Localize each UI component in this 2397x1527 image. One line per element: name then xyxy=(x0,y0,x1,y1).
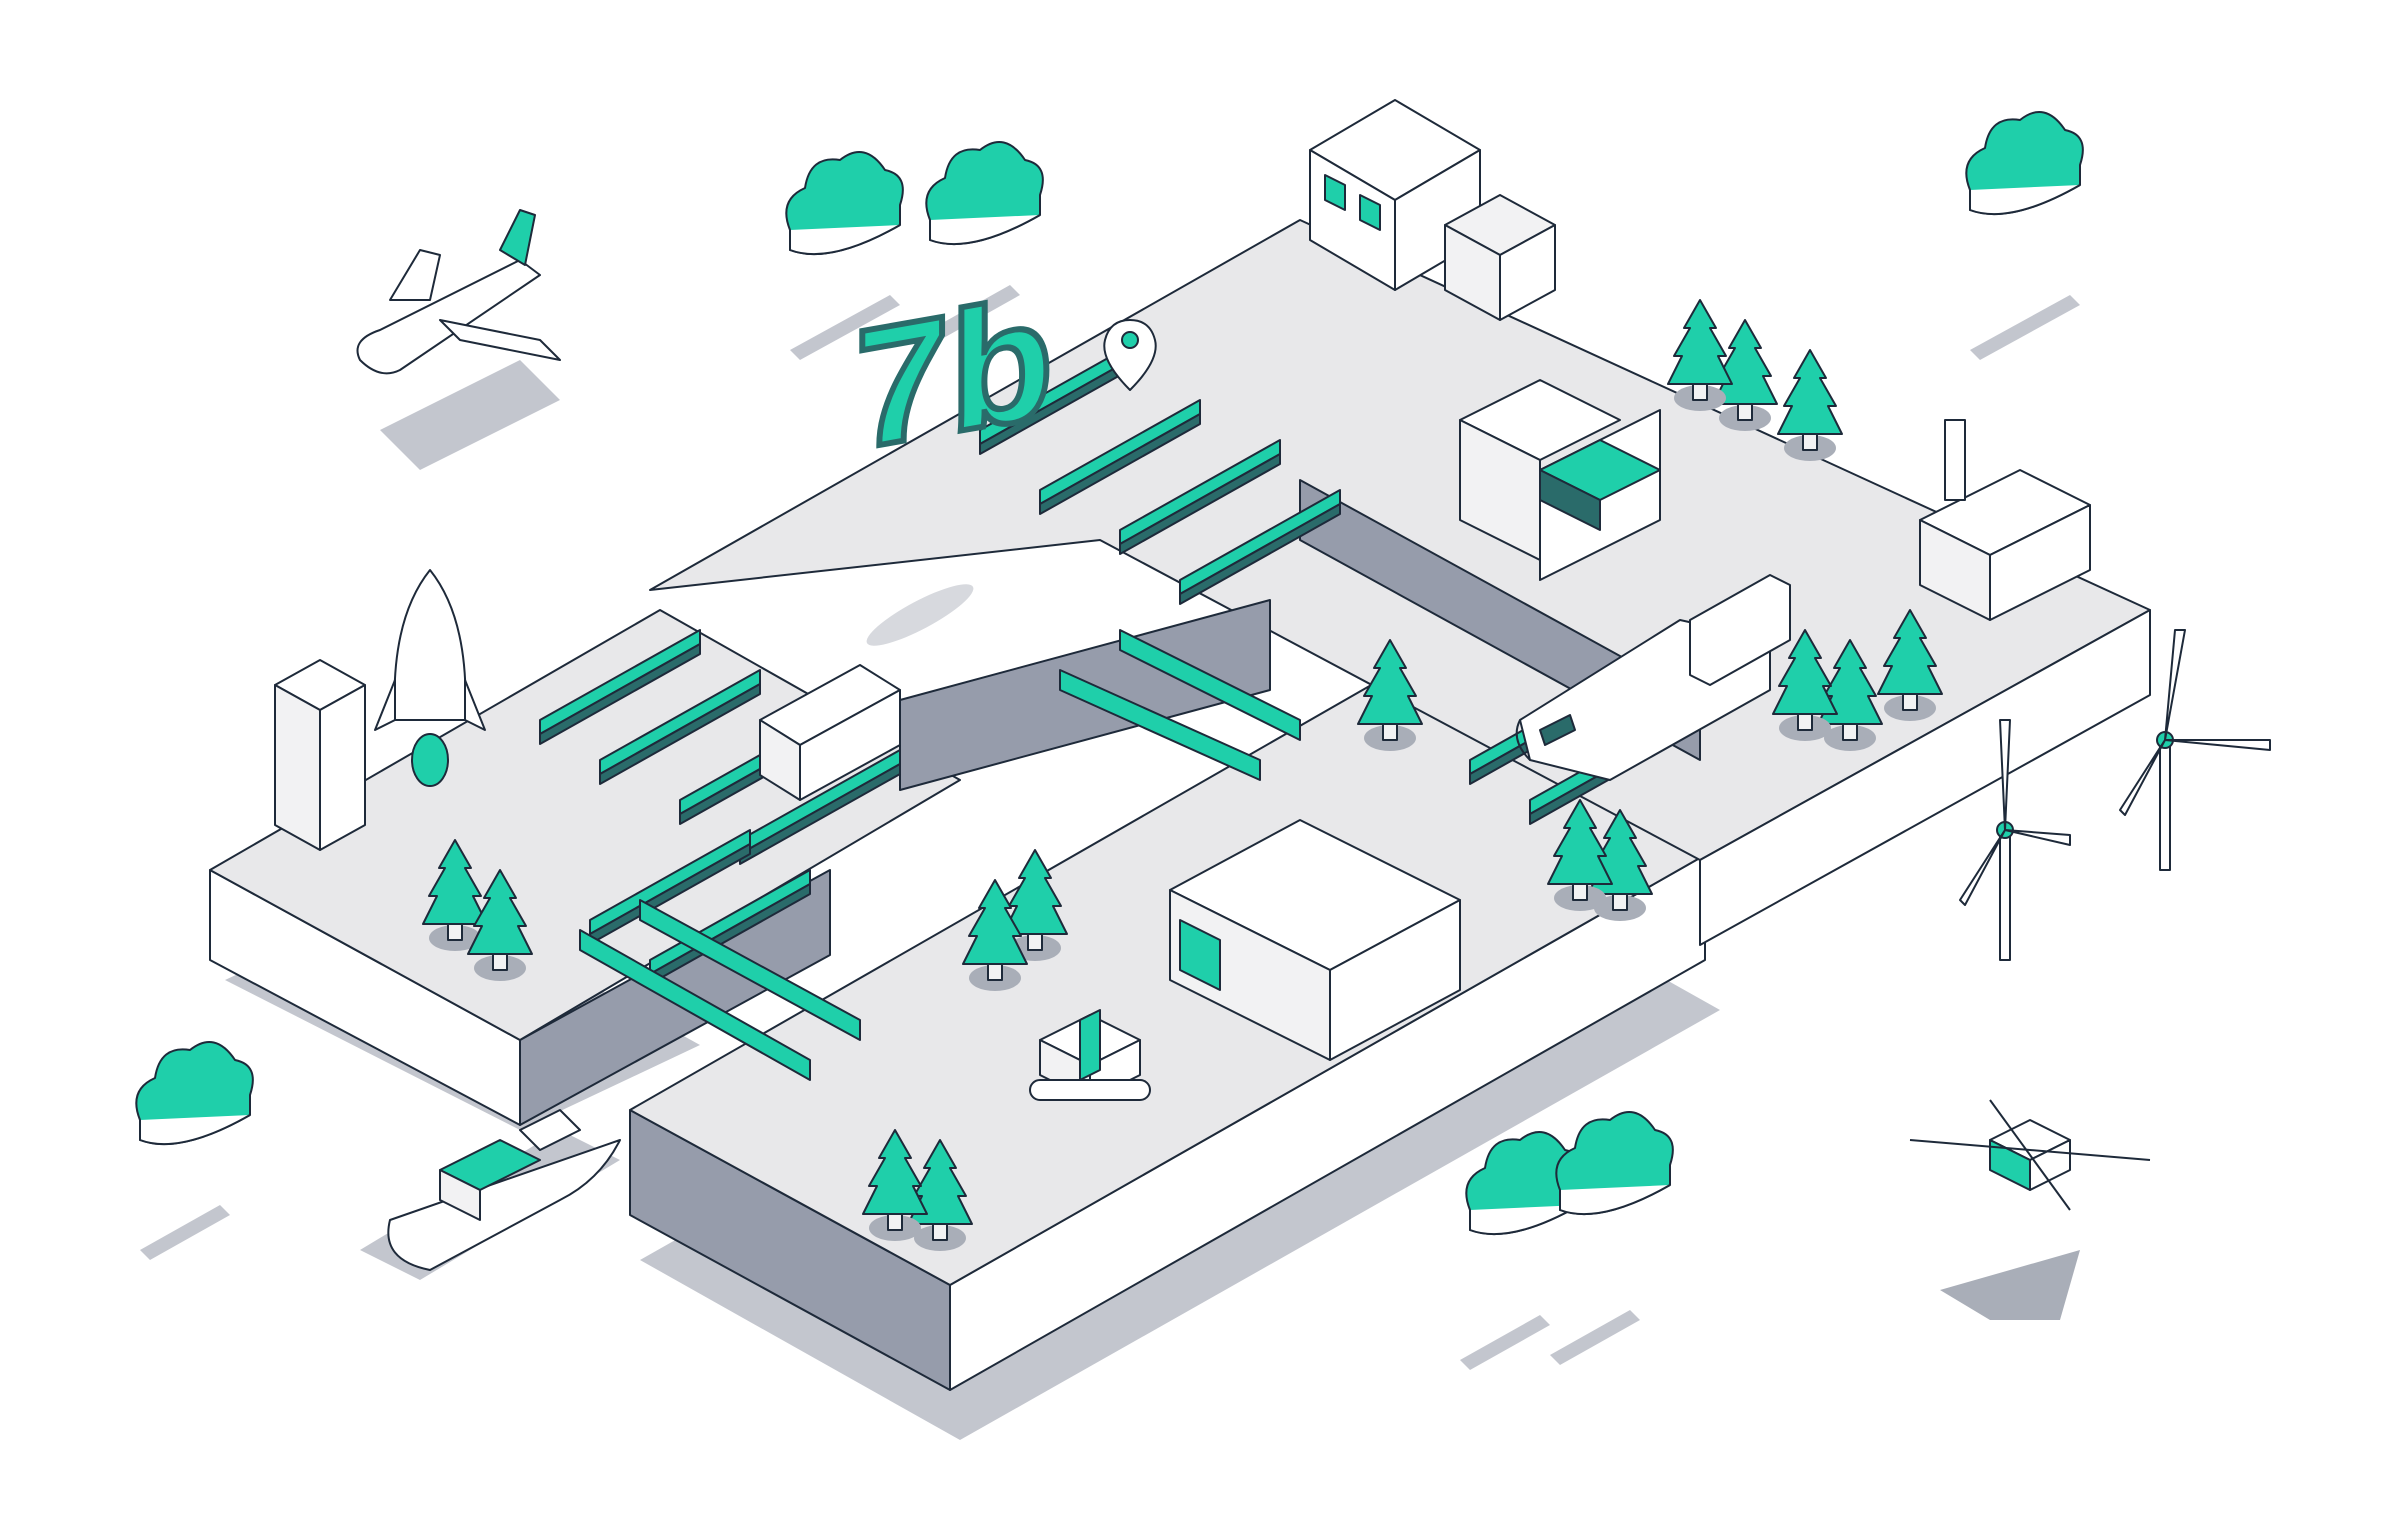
train-icon xyxy=(1515,574,1791,781)
truck-icon xyxy=(759,664,901,801)
factory-building xyxy=(1919,419,2091,621)
shipping-containers xyxy=(1459,379,1661,581)
tower-building xyxy=(274,659,366,851)
svg-text:7b: 7b xyxy=(855,261,1053,486)
house-building xyxy=(1444,194,1556,321)
cloud-icon xyxy=(135,1041,254,1146)
cloud-icon xyxy=(785,151,904,256)
logo-7b: 7b xyxy=(852,258,1056,646)
rocket-icon xyxy=(374,569,486,787)
cloud-icon xyxy=(1965,111,2084,216)
wind-turbine-icon xyxy=(1959,719,2071,961)
ship-icon xyxy=(360,1109,621,1280)
wind-turbine-icon xyxy=(2119,629,2271,871)
robot-box-carrier-icon xyxy=(1029,1009,1151,1101)
airplane-icon xyxy=(356,209,561,470)
warehouse-building xyxy=(1169,819,1461,1061)
cloud-icon xyxy=(1555,1111,1674,1216)
location-pin-icon xyxy=(1103,319,1157,391)
platform-bottom xyxy=(629,679,1706,1391)
bridges xyxy=(539,339,1691,1081)
drone-icon xyxy=(1909,1099,2151,1320)
clouds xyxy=(135,111,2084,1370)
cloud-icon xyxy=(925,141,1044,246)
shop-building xyxy=(1309,99,1481,291)
wind-turbines xyxy=(1959,629,2271,961)
